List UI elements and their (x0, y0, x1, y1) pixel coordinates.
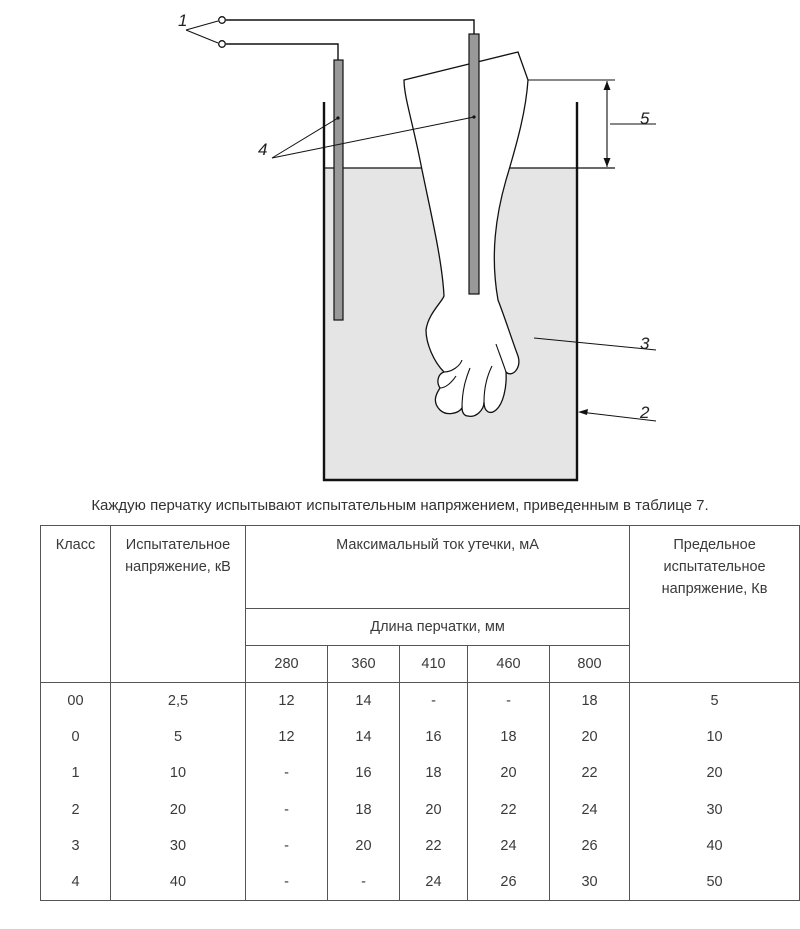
label-1: 1 (178, 11, 187, 30)
glove (403, 51, 529, 417)
cell-leak-460: 22 (467, 791, 550, 828)
cell-leak-280: 12 (245, 718, 328, 756)
label-4: 4 (258, 140, 267, 159)
dimension-arrow-bottom (603, 158, 611, 167)
dimension-arrow-top (603, 81, 611, 90)
cell-leak-410: - (399, 682, 468, 719)
leader-4a-dot (336, 116, 340, 120)
header-length-360: 360 (327, 645, 400, 683)
leader-4b (271, 116, 475, 159)
cell-class: 3 (40, 827, 111, 865)
cell-leak-410: 20 (399, 791, 468, 828)
cell-leak-360: 20 (327, 827, 400, 865)
cell-leak-280: - (245, 827, 328, 865)
leader-4b-dot (472, 115, 476, 119)
header-max-leakage: Максимальный ток утечки, мА (244, 525, 631, 609)
cell-class: 2 (40, 791, 111, 828)
leader-4a (271, 117, 339, 159)
electrode-outer (333, 59, 344, 321)
leader-2-arrow (578, 409, 588, 415)
cell-test-voltage: 40 (110, 864, 246, 902)
cell-leak-800: 18 (548, 682, 631, 719)
cell-leak-360: 16 (327, 755, 400, 792)
cell-leak-410: 18 (399, 755, 468, 792)
cell-leak-460: 20 (467, 755, 550, 792)
glove-test-table: Класс Испытательное напряжение, кВ Макси… (40, 525, 800, 902)
cell-leak-460: 26 (467, 864, 550, 902)
cell-test-voltage: 5 (110, 718, 246, 756)
cell-test-voltage: 10 (110, 755, 246, 792)
wire-to-outer-electrode (226, 43, 339, 60)
cell-limit-voltage: 10 (629, 718, 800, 756)
header-limit-voltage: Предельное испытательное напряжение, Кв (629, 525, 800, 683)
electrode-inner (468, 33, 480, 295)
header-length-800: 800 (548, 645, 631, 683)
cell-leak-410: 16 (399, 718, 468, 756)
cell-limit-voltage: 40 (629, 827, 800, 865)
header-length-280: 280 (245, 645, 328, 683)
cell-leak-410: 24 (399, 864, 468, 902)
header-length-460: 460 (467, 645, 550, 683)
cell-class: 00 (40, 682, 111, 719)
test-setup-diagram: 1 4 5 3 2 (178, 11, 657, 482)
cell-leak-280: - (245, 791, 328, 828)
cell-limit-voltage: 30 (629, 791, 800, 828)
cell-leak-360: 18 (327, 791, 400, 828)
header-test-voltage: Испытательное напряжение, кВ (110, 525, 246, 683)
leader-2 (579, 411, 657, 422)
cell-limit-voltage: 50 (629, 864, 800, 902)
cell-leak-280: 12 (245, 682, 328, 719)
wire-to-inner-electrode (226, 19, 475, 34)
vessel (322, 102, 579, 482)
cell-leak-800: 30 (548, 864, 631, 902)
cell-class: 0 (40, 718, 111, 756)
cell-leak-800: 22 (548, 755, 631, 792)
cell-class: 1 (40, 755, 111, 792)
cell-leak-460: - (467, 682, 550, 719)
cell-leak-280: - (245, 755, 328, 792)
cell-test-voltage: 30 (110, 827, 246, 865)
cell-leak-460: 24 (467, 827, 550, 865)
cell-leak-280: - (245, 864, 328, 902)
cell-limit-voltage: 20 (629, 755, 800, 792)
label-2: 2 (639, 403, 650, 422)
cell-leak-800: 26 (548, 827, 631, 865)
leader-1b (185, 29, 219, 44)
glove-fingers (439, 343, 507, 409)
cell-leak-360: - (327, 864, 400, 902)
cell-leak-410: 22 (399, 827, 468, 865)
header-glove-length: Длина перчатки, мм (244, 608, 631, 646)
leader-3 (533, 337, 657, 351)
cell-class: 4 (40, 864, 111, 902)
terminal-bottom (218, 40, 226, 48)
cell-leak-800: 20 (548, 718, 631, 756)
cell-test-voltage: 20 (110, 791, 246, 828)
cell-test-voltage: 2,5 (110, 682, 246, 719)
label-5: 5 (640, 109, 650, 128)
cell-leak-460: 18 (467, 718, 550, 756)
cell-leak-360: 14 (327, 718, 400, 756)
caption: Каждую перчатку испытывают испытательным… (91, 497, 709, 514)
cell-leak-800: 24 (548, 791, 631, 828)
cell-leak-360: 14 (327, 682, 400, 719)
leader-1a (185, 20, 219, 31)
cell-limit-voltage: 5 (629, 682, 800, 719)
terminal-top (218, 16, 226, 24)
label-3: 3 (640, 334, 650, 353)
header-length-410: 410 (399, 645, 468, 683)
header-class: Класс (40, 525, 111, 683)
